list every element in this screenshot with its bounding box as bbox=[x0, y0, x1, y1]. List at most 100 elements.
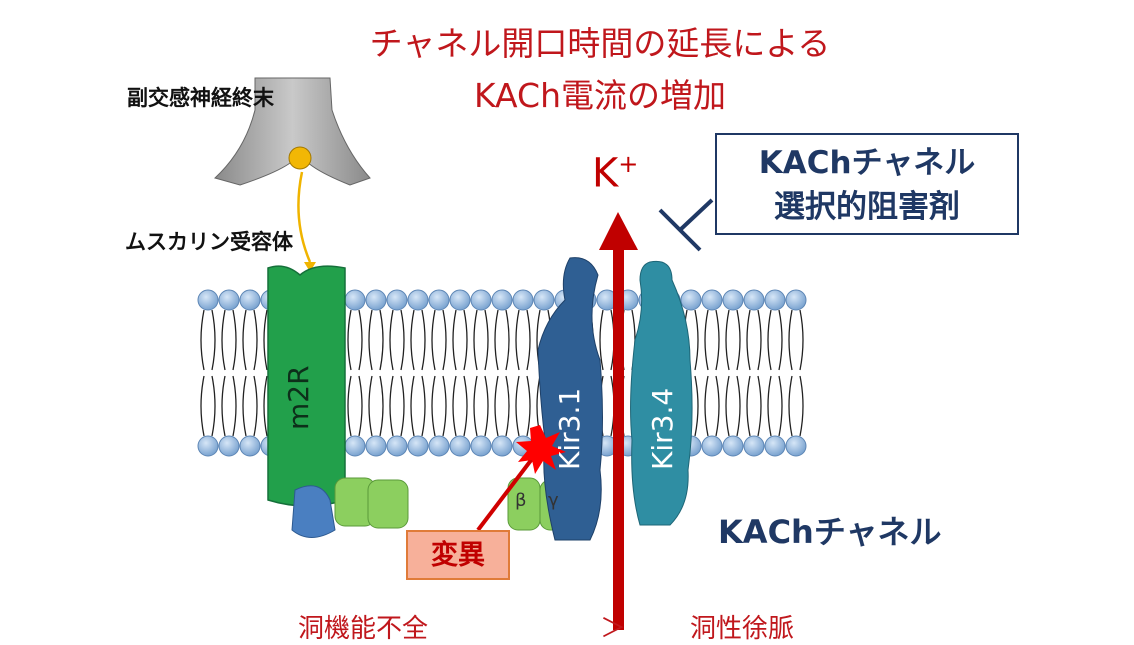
lipid-tail bbox=[778, 375, 783, 437]
lipid-head bbox=[470, 435, 492, 457]
lipid-tail bbox=[746, 375, 751, 437]
neurotransmitter-vesicle bbox=[288, 146, 312, 170]
lipid-tail bbox=[442, 375, 447, 437]
lipid-tail bbox=[242, 375, 247, 437]
k-flux-arrow bbox=[613, 245, 624, 630]
gamma-label: γ bbox=[548, 490, 559, 511]
lipid-head bbox=[428, 289, 450, 311]
lipid-tail bbox=[715, 309, 720, 371]
lipid-tail bbox=[767, 309, 772, 371]
lipid-tail bbox=[778, 309, 783, 371]
membrane-diagram bbox=[197, 77, 807, 630]
m2r-label: m2R bbox=[282, 365, 315, 430]
inhibitor-line bbox=[678, 198, 714, 232]
lipid-tail bbox=[767, 375, 772, 437]
lipid-tail bbox=[725, 309, 730, 371]
lipid-tail bbox=[410, 375, 415, 437]
lipid-tail bbox=[463, 309, 468, 371]
comparison-symbol: ＞ bbox=[600, 614, 627, 644]
kir34-subunit bbox=[630, 260, 693, 526]
lipid-tail bbox=[358, 375, 363, 437]
lipid-tail bbox=[421, 375, 426, 437]
lipid-tail bbox=[368, 309, 373, 371]
lipid-head bbox=[365, 289, 387, 311]
lipid-tail bbox=[389, 309, 394, 371]
lipid-head bbox=[785, 435, 807, 457]
lipid-tail bbox=[736, 375, 741, 437]
lipid-tail bbox=[746, 309, 751, 371]
lipid-head bbox=[470, 289, 492, 311]
lipid-tail bbox=[347, 375, 352, 437]
lipid-tail bbox=[232, 375, 237, 437]
lipid-head bbox=[680, 289, 702, 311]
lipid-tail bbox=[473, 309, 478, 371]
lipid-head bbox=[449, 289, 471, 311]
mutation-pointer bbox=[476, 453, 537, 532]
lipid-head bbox=[722, 435, 744, 457]
lipid-tail bbox=[431, 309, 436, 371]
release-arrow bbox=[297, 171, 312, 263]
kach-channel-label: KAChチャネル bbox=[718, 513, 942, 551]
sinus-bradycardia-label: 洞性徐脈 bbox=[690, 614, 795, 644]
lipid-head bbox=[197, 435, 219, 457]
lipid-tail bbox=[421, 309, 426, 371]
lipid-head bbox=[722, 289, 744, 311]
lipid-tail bbox=[463, 375, 468, 437]
lipid-head bbox=[239, 435, 261, 457]
lipid-tail bbox=[452, 375, 457, 437]
lipid-head bbox=[218, 435, 240, 457]
lipid-head bbox=[218, 289, 240, 311]
lipid-tail bbox=[211, 375, 216, 437]
lipid-tail bbox=[484, 375, 489, 437]
beta-label: β bbox=[515, 490, 527, 511]
lipid-tail bbox=[799, 309, 804, 371]
lipid-head bbox=[407, 289, 429, 311]
muscarinic-receptor-label: ムスカリン受容体 bbox=[125, 230, 293, 254]
lipid-tail bbox=[494, 375, 499, 437]
lipid-head bbox=[743, 435, 765, 457]
lipid-tail bbox=[379, 309, 384, 371]
lipid-tail bbox=[736, 309, 741, 371]
lipid-head bbox=[785, 289, 807, 311]
inhibitor-line2: 選択的阻害剤 bbox=[774, 189, 960, 225]
lipid-head bbox=[491, 289, 513, 311]
lipid-tail bbox=[410, 309, 415, 371]
lipid-head bbox=[449, 435, 471, 457]
lipid-tail bbox=[757, 309, 762, 371]
lipid-tail bbox=[505, 375, 510, 437]
lipid-tail bbox=[400, 309, 405, 371]
lipid-tail bbox=[400, 375, 405, 437]
lipid-tail bbox=[515, 375, 520, 437]
lipid-tail bbox=[788, 375, 793, 437]
lipid-head bbox=[701, 289, 723, 311]
mutation-label: 変異 bbox=[406, 530, 510, 580]
g-alpha-subunit bbox=[291, 485, 336, 538]
lipid-tail bbox=[473, 375, 478, 437]
lipid-head bbox=[407, 435, 429, 457]
lipid-tail bbox=[358, 309, 363, 371]
inhibitor-box: KAChチャネル 選択的阻害剤 bbox=[715, 133, 1019, 235]
lipid-head bbox=[386, 289, 408, 311]
lipid-head bbox=[533, 289, 555, 311]
lipid-tail bbox=[253, 309, 258, 371]
lipid-head bbox=[764, 289, 786, 311]
lipid-tail bbox=[347, 309, 352, 371]
lipid-head bbox=[701, 435, 723, 457]
lipid-tail bbox=[788, 309, 793, 371]
nerve-terminal-label: 副交感神経終末 bbox=[127, 86, 274, 110]
lipid-tail bbox=[599, 309, 604, 371]
lipid-tail bbox=[379, 375, 384, 437]
lipid-tail bbox=[389, 375, 394, 437]
lipid-tail bbox=[368, 375, 373, 437]
lipid-tail bbox=[799, 375, 804, 437]
lipid-tail bbox=[505, 309, 510, 371]
lipid-head bbox=[764, 435, 786, 457]
lipid-tail bbox=[704, 309, 709, 371]
lipid-head bbox=[512, 289, 534, 311]
lipid-tail bbox=[526, 375, 531, 437]
lipid-tail bbox=[221, 309, 226, 371]
lipid-tail bbox=[442, 309, 447, 371]
lipid-tail bbox=[526, 309, 531, 371]
lipid-tail bbox=[232, 309, 237, 371]
lipid-tail bbox=[221, 375, 226, 437]
